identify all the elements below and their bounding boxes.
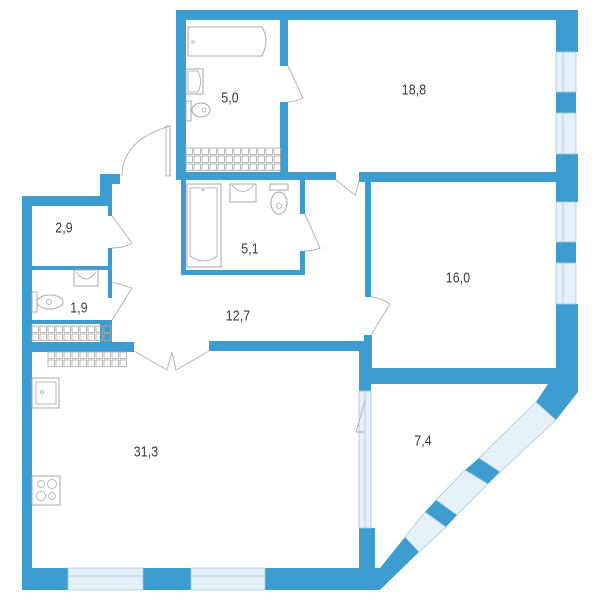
bathtub-icon xyxy=(186,183,222,268)
fixtures xyxy=(31,26,289,506)
sink-icon xyxy=(229,183,257,203)
doors xyxy=(111,65,391,433)
room-area-storage: 2,9 xyxy=(55,219,73,237)
door-kitchen xyxy=(133,350,210,371)
room-area-bathroom-middle: 5,1 xyxy=(241,240,259,258)
door-bedroom-top xyxy=(287,65,304,103)
stove-icon xyxy=(31,475,61,506)
windows xyxy=(67,51,577,591)
room-area-bedroom-top: 18,8 xyxy=(401,81,427,99)
room-area-hallway: 12,7 xyxy=(225,307,251,325)
sink-icon xyxy=(185,68,204,95)
sink-icon xyxy=(73,269,99,287)
door-balcony xyxy=(355,400,366,433)
room-area-toilet: 1,9 xyxy=(70,299,88,317)
bathtub-icon xyxy=(187,26,267,57)
room-area-bedroom-right: 16,0 xyxy=(445,269,471,287)
ventilation-shafts xyxy=(31,147,281,367)
door-toilet xyxy=(111,281,133,321)
toilet-icon xyxy=(31,291,64,313)
kitchen-sink-icon xyxy=(31,377,60,409)
door-bedroom-right xyxy=(370,296,391,336)
room-area-kitchen-living: 31,3 xyxy=(133,443,159,461)
toilet-icon xyxy=(269,183,289,215)
walls xyxy=(22,10,578,590)
room-area-bathroom-top: 5,0 xyxy=(221,89,239,107)
toilet-icon xyxy=(185,100,211,122)
door-bath-middle xyxy=(304,213,321,252)
room-area-balcony: 7,4 xyxy=(414,432,432,450)
door-storage xyxy=(111,215,133,249)
door-entrance xyxy=(121,125,171,177)
door-bedroom-top-2 xyxy=(335,179,360,196)
